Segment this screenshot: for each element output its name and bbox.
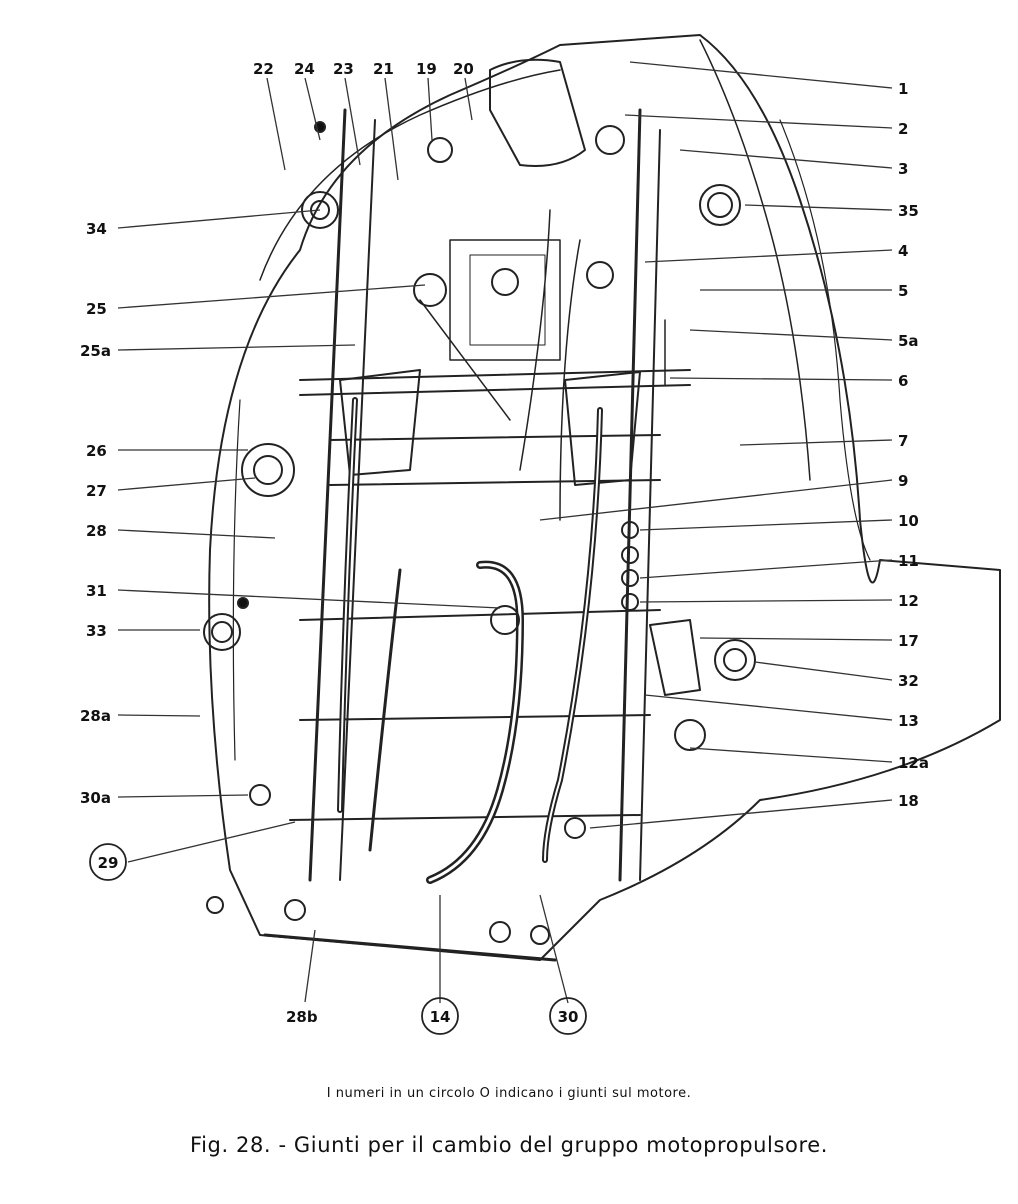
- label-23: 23: [333, 60, 354, 78]
- label-35: 35: [898, 202, 919, 220]
- label-7: 7: [898, 432, 908, 450]
- label-19: 19: [416, 60, 437, 78]
- label-22: 22: [253, 60, 274, 78]
- engine-joints-diagram: 22 24 23 21 19 20 1 2 3 35 4 5 5a 6 7 9 …: [80, 34, 1001, 1035]
- figure-caption: Fig. 28. - Giunti per il cambio del grup…: [189, 1133, 829, 1157]
- label-12: 12: [898, 592, 919, 610]
- label-13: 13: [898, 712, 919, 730]
- label-9: 9: [898, 472, 908, 490]
- label-27: 27: [86, 482, 107, 500]
- label-24: 24: [294, 60, 315, 78]
- label-12a: 12a: [898, 754, 929, 772]
- circled-numbers-note: I numeri in un circolo O indicano i giun…: [326, 1086, 692, 1101]
- label-25: 25: [86, 300, 107, 318]
- circle-14: [421, 997, 459, 1035]
- label-31: 31: [86, 582, 107, 600]
- label-28: 28: [86, 522, 107, 540]
- label-3: 3: [898, 160, 908, 178]
- engine-bay-drawing: [203, 34, 1001, 962]
- label-33: 33: [86, 622, 107, 640]
- leader-lines: [117, 61, 893, 1004]
- label-17: 17: [898, 632, 919, 650]
- label-2: 2: [898, 120, 908, 138]
- label-4: 4: [898, 242, 908, 260]
- label-11: 11: [898, 552, 919, 570]
- label-14: 14: [430, 1008, 451, 1026]
- circle-29: [89, 843, 127, 881]
- label-5: 5: [898, 282, 908, 300]
- label-5a: 5a: [898, 332, 919, 350]
- label-29: 29: [98, 854, 119, 872]
- label-30a: 30a: [80, 789, 111, 807]
- label-18: 18: [898, 792, 919, 810]
- label-21: 21: [373, 60, 394, 78]
- label-26: 26: [86, 442, 107, 460]
- label-30: 30: [558, 1008, 579, 1026]
- circle-30: [549, 997, 587, 1035]
- label-1: 1: [898, 80, 908, 98]
- label-34: 34: [86, 220, 107, 238]
- callout-labels: 22 24 23 21 19 20 1 2 3 35 4 5 5a 6 7 9 …: [80, 60, 929, 1035]
- label-28a: 28a: [80, 707, 111, 725]
- label-32: 32: [898, 672, 919, 690]
- label-6: 6: [898, 372, 908, 390]
- label-25a: 25a: [80, 342, 111, 360]
- label-28b: 28b: [286, 1008, 318, 1026]
- label-10: 10: [898, 512, 919, 530]
- label-20: 20: [453, 60, 474, 78]
